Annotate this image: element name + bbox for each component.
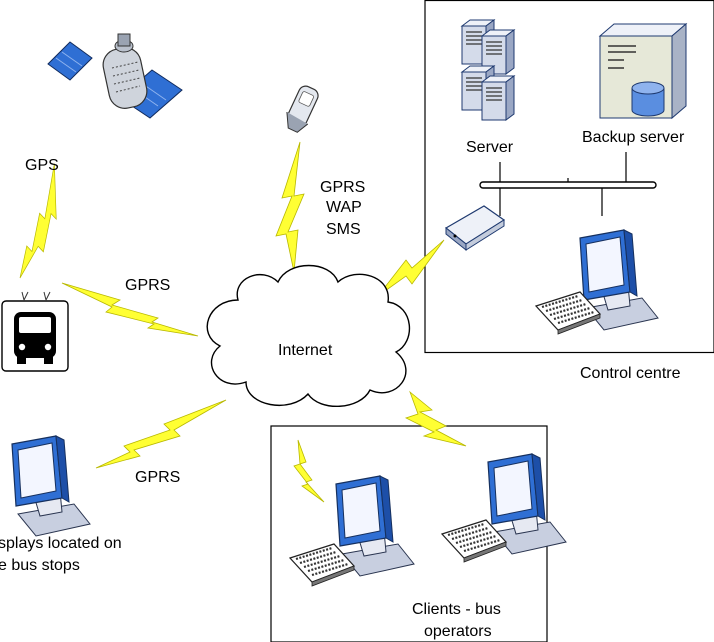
cloud-icon [206, 264, 411, 407]
clients-label-line2: operators [424, 623, 492, 640]
satellite-icon [47, 33, 183, 119]
mobile-wap-label: WAP [326, 199, 362, 216]
server-icon [461, 19, 515, 121]
control-centre-label: Control centre [580, 365, 681, 382]
internet-label: Internet [278, 342, 333, 359]
bus-stop-display-monitor-icon [11, 435, 91, 537]
client-left-keyboard-icon [288, 542, 356, 588]
clients-label-line1: Clients - bus [412, 601, 501, 618]
control-centre-box [424, 0, 714, 354]
bus-gprs-link-bolt [61, 282, 199, 337]
client-right-keyboard-icon [440, 518, 508, 564]
database-icon [631, 81, 665, 117]
mobile-link-bolt [275, 141, 305, 273]
backup-server-label: Backup server [582, 129, 685, 146]
lan-bus [479, 152, 657, 216]
router-link-bolt [377, 239, 445, 297]
bus-stop-icon [1, 291, 69, 372]
mobile-phone-icon [286, 85, 319, 133]
mobile-gprs-label: GPRS [320, 179, 365, 196]
display-gprs-label: GPRS [135, 469, 180, 486]
server-label: Server [466, 139, 514, 156]
router-icon [444, 205, 506, 252]
displays-label-line2: e bus stops [0, 557, 80, 574]
bus-gprs-label: GPRS [125, 277, 170, 294]
gps-label: GPS [25, 157, 59, 174]
mobile-sms-label: SMS [326, 221, 361, 238]
client-left-link-bolt [293, 439, 325, 503]
gps-link-bolt [19, 163, 57, 279]
clients-internet-link-bolt [404, 390, 467, 447]
displays-label-line1: splays located on [0, 535, 122, 552]
display-gprs-link-bolt [95, 399, 227, 469]
